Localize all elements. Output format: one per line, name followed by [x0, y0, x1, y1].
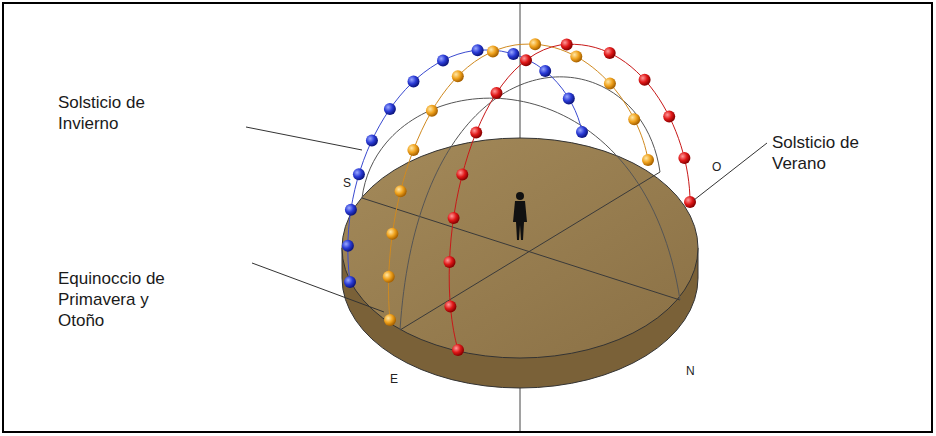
sun-ball [678, 152, 690, 164]
sun-ball [444, 256, 456, 268]
sun-ball [539, 65, 551, 77]
sun-ball [456, 169, 468, 181]
sun-ball [570, 51, 582, 63]
sun-ball [452, 70, 464, 82]
sun-ball [529, 38, 541, 50]
sun-ball [384, 314, 396, 326]
leader-line [252, 263, 384, 312]
sun-ball [444, 300, 456, 312]
sun-ball [491, 87, 503, 99]
sun-ball [561, 38, 573, 50]
observer-figure [513, 192, 527, 240]
sun-ball [395, 185, 407, 197]
cardinal-point: N [686, 364, 695, 378]
sun-ball [386, 228, 398, 240]
sun-ball [426, 105, 438, 117]
sun-ball [342, 240, 354, 252]
cardinal-point: E [390, 372, 398, 386]
equinox-sun-path [389, 44, 648, 320]
sun-ball [407, 144, 419, 156]
prime-vertical-arc [400, 77, 660, 330]
sun-ball [437, 54, 449, 66]
sun-ball [563, 92, 575, 104]
sun-ball [366, 134, 378, 146]
sun-ball [344, 276, 356, 288]
sun-ball [448, 212, 460, 224]
sun-ball [383, 271, 395, 283]
summer-sun-path [449, 44, 690, 350]
sun-positions [342, 38, 696, 356]
ground-disk [342, 138, 698, 358]
season-label: Solsticio de Verano [772, 132, 892, 174]
sun-ball [520, 54, 532, 66]
sun-ball [684, 196, 696, 208]
sun-ball [472, 44, 484, 56]
sun-ball [408, 75, 420, 87]
sun-ball [345, 204, 357, 216]
leader-line [694, 143, 767, 200]
cardinal-point: S [343, 176, 351, 190]
sun-ball [384, 103, 396, 115]
sun-ball [604, 47, 616, 59]
season-label: Equinoccio de Primavera y Otoño [58, 268, 198, 331]
sun-ball [452, 344, 464, 356]
season-label: Solsticio de Invierno [58, 92, 178, 134]
south-north-line [362, 198, 680, 300]
cardinal-point: O [712, 160, 721, 174]
sun-ball [639, 74, 651, 86]
sun-ball [487, 45, 499, 57]
sun-ball [470, 126, 482, 138]
sun-ball [353, 168, 365, 180]
sun-ball [663, 111, 675, 123]
sun-ball [507, 48, 519, 60]
meridian-arc [362, 98, 680, 300]
sun-ball [628, 113, 640, 125]
sun-ball [604, 78, 616, 90]
frame [3, 3, 932, 432]
sun-ball [576, 126, 588, 138]
sun-ball [642, 154, 654, 166]
east-west-line [400, 172, 660, 330]
leader-line [246, 127, 362, 150]
